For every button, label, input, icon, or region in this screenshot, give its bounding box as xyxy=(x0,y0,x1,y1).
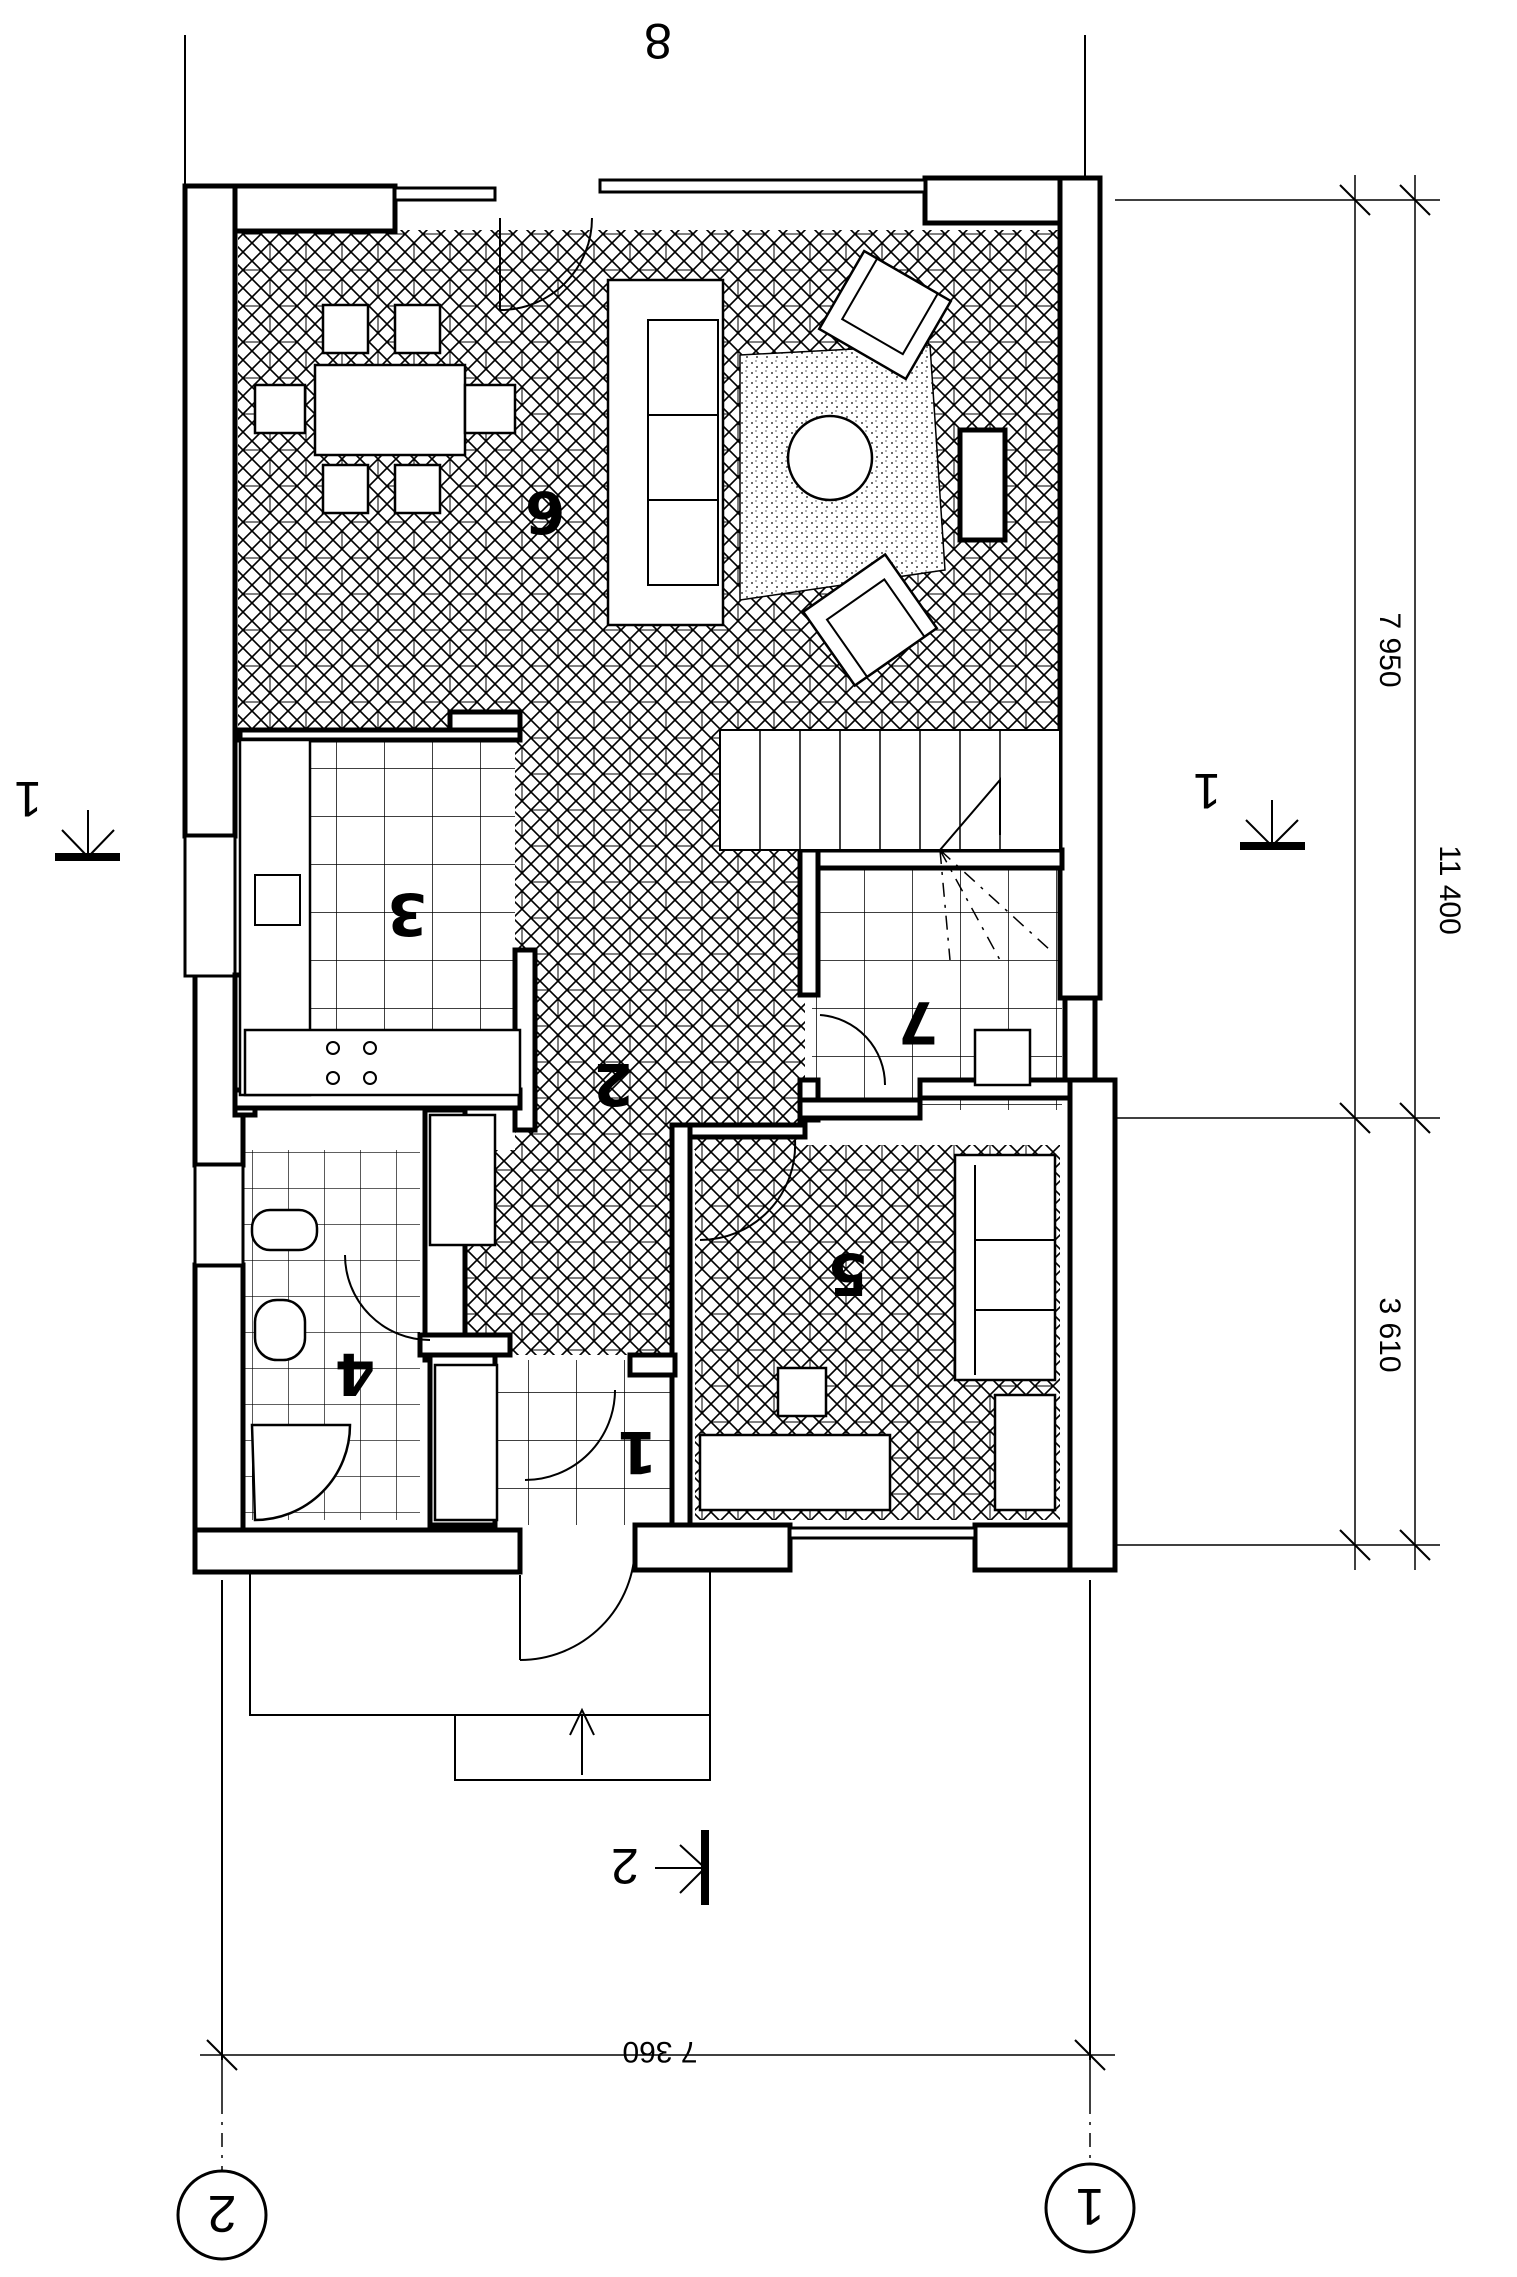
axis-marker-left: 2 xyxy=(176,2100,268,2261)
section-label-bottom: 2 xyxy=(611,1838,639,1894)
axis-markers: 2 1 xyxy=(176,2100,1136,2261)
axis-label-right: 1 xyxy=(1076,2177,1105,2235)
dimension-lower-depth: 3 610 xyxy=(1373,1297,1406,1372)
dimension-overall-depth: 11 400 xyxy=(1433,845,1466,935)
section-mark-left: 1 xyxy=(14,771,120,861)
room-number-7: 7 xyxy=(898,988,938,1056)
room-number-4: 4 xyxy=(335,1340,375,1408)
axis-label-left: 2 xyxy=(208,2184,237,2242)
dimension-width: 7 360 xyxy=(622,2035,697,2068)
porch xyxy=(249,1572,711,1781)
room-number-5: 5 xyxy=(828,1240,868,1308)
axis-marker-right: 1 xyxy=(1044,2100,1136,2254)
kitchen-furniture xyxy=(238,738,522,1247)
room-number-6: 6 xyxy=(525,478,565,546)
section-marks: 1 1 2 xyxy=(14,763,1305,1905)
room-number-1: 1 xyxy=(617,1418,657,1486)
staircase xyxy=(719,729,1061,961)
bathroom-fixtures xyxy=(250,1208,499,1522)
living-furniture xyxy=(253,249,953,688)
room-number-2: 2 xyxy=(593,1050,633,1118)
dimension-upper-depth: 7 950 xyxy=(1373,612,1406,687)
room-number-3: 3 xyxy=(387,880,427,948)
dimension-lines: 7 950 11 400 3 610 7 360 xyxy=(200,175,1466,2100)
section-label-right: 1 xyxy=(1193,763,1221,819)
doors xyxy=(344,217,887,1661)
room-labels: 1 2 3 4 5 6 7 xyxy=(335,478,938,1486)
room5-furniture xyxy=(698,1028,1057,1512)
section-mark-right: 1 xyxy=(1193,763,1305,850)
orientation-marker: 8 xyxy=(644,13,672,69)
section-label-left: 1 xyxy=(14,771,42,827)
section-mark-bottom: 2 xyxy=(611,1830,709,1905)
